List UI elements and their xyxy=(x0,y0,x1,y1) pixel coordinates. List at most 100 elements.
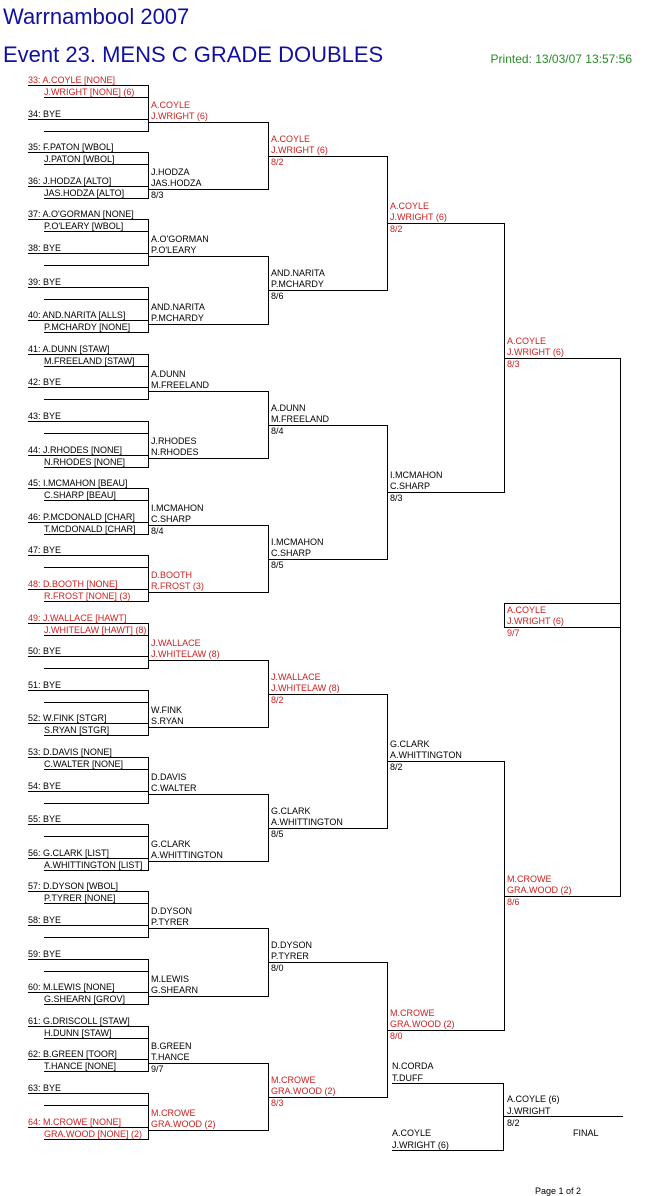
winner-name: D.BOOTH xyxy=(151,570,193,580)
finalist-line xyxy=(392,1083,503,1084)
winner-line xyxy=(148,660,268,661)
winner-line xyxy=(268,962,387,963)
entry-name: 38: BYE xyxy=(28,243,62,253)
tournament-title: Warrnambool 2007 xyxy=(3,4,190,29)
match-score: 8/3 xyxy=(271,1098,284,1108)
winner-name: I.MCMAHON xyxy=(390,470,443,480)
entry-underline xyxy=(44,97,148,98)
winner-name: G.CLARK xyxy=(151,839,191,849)
winner-name: J.HODZA xyxy=(151,167,190,177)
entry-underline xyxy=(28,656,148,657)
entry-underline xyxy=(44,1038,148,1039)
entry-underline xyxy=(44,971,148,972)
winner-partner: A.WHITTINGTON xyxy=(390,750,462,760)
winner-line xyxy=(148,928,268,929)
winner-name: G.CLARK xyxy=(390,739,430,749)
winner-line xyxy=(504,627,620,628)
winner-line xyxy=(148,122,268,123)
entry-underline xyxy=(44,735,148,736)
winner-partner: C.SHARP xyxy=(151,514,192,524)
winner-partner: P.TYRER xyxy=(151,917,189,927)
entry-underline xyxy=(44,164,148,165)
entry-name: 39: BYE xyxy=(28,277,62,287)
match-score: 8/3 xyxy=(507,359,520,369)
entry-partner: G.SHEARN [GROV] xyxy=(44,994,126,1004)
bracket-connector xyxy=(148,152,149,199)
entry-partner: GRA.WOOD [NONE] (2) xyxy=(44,1129,143,1139)
entry-name: 44: J.RHODES [NONE] xyxy=(28,445,123,455)
winner-partner: C.SHARP xyxy=(271,548,312,558)
entry-underline xyxy=(28,623,148,624)
winner-partner: J.WRIGHT (6) xyxy=(507,347,564,357)
entry-name: 50: BYE xyxy=(28,646,62,656)
entry-name: 62: B.GREEN [TOOR] xyxy=(28,1049,117,1059)
champion-partner: J.WRIGHT xyxy=(507,1106,551,1116)
entry-name: 48: D.BOOTH [NONE] xyxy=(28,579,118,589)
entry-underline xyxy=(28,1093,148,1094)
winner-name: I.MCMAHON xyxy=(151,503,204,513)
entry-name: 63: BYE xyxy=(28,1083,62,1093)
entry-underline xyxy=(44,567,148,568)
winner-line xyxy=(148,861,268,862)
entry-partner: JAS.HODZA [ALTO] xyxy=(44,188,125,198)
bracket-connector xyxy=(148,1026,149,1072)
winner-line xyxy=(148,256,268,257)
entry-underline xyxy=(44,131,148,132)
bracket-connector xyxy=(148,690,149,736)
entry-underline xyxy=(28,791,148,792)
entry-underline xyxy=(44,1139,148,1140)
entry-underline xyxy=(28,1059,148,1060)
entry-underline xyxy=(28,320,148,321)
entry-underline xyxy=(28,757,148,758)
winner-name: M.CROWE xyxy=(271,1075,316,1085)
entry-partner: C.WALTER [NONE] xyxy=(44,759,124,769)
winner-name: D.DAVIS xyxy=(151,772,187,782)
final-label: FINAL xyxy=(573,1128,599,1138)
winner-line xyxy=(148,1130,268,1131)
winner-partner: A.WHITTINGTON xyxy=(151,850,223,860)
winner-partner: P.TYRER xyxy=(271,951,309,961)
entry-underline xyxy=(44,467,148,468)
entry-underline xyxy=(28,387,148,388)
entry-underline xyxy=(44,769,148,770)
entry-name: 61: G.DRISCOLL [STAW] xyxy=(28,1016,130,1026)
finalist-line xyxy=(392,1150,503,1151)
entry-underline xyxy=(28,690,148,691)
winner-line xyxy=(387,1030,504,1031)
bracket-connector xyxy=(148,421,149,468)
winner-line xyxy=(148,996,268,997)
winner-partner: J.WHITELAW (8) xyxy=(151,649,220,659)
winner-partner: P.MCHARDY xyxy=(271,279,324,289)
entry-underline xyxy=(28,186,148,187)
entry-name: 51: BYE xyxy=(28,680,62,690)
entry-name: 54: BYE xyxy=(28,781,62,791)
winner-partner: GRA.WOOD (2) xyxy=(507,885,572,895)
entry-partner: T.MCDONALD [CHAR] xyxy=(44,524,136,534)
entry-underline xyxy=(44,299,148,300)
entry-underline xyxy=(28,152,148,153)
bracket-connector xyxy=(148,354,149,400)
match-score: 8/0 xyxy=(390,1031,403,1041)
winner-name: W.FINK xyxy=(151,705,182,715)
bracket-connector xyxy=(148,824,149,871)
entry-underline xyxy=(44,198,148,199)
entry-underline xyxy=(28,522,148,523)
entry-partner: A.WHITTINGTON [LIST] xyxy=(44,860,143,870)
winner-line xyxy=(148,324,268,325)
winner-partner: JAS.HODZA xyxy=(151,178,202,188)
entry-underline xyxy=(44,1071,148,1072)
winner-name: A.COYLE xyxy=(151,100,191,110)
entry-name: 64: M.CROWE [NONE] xyxy=(28,1117,122,1127)
printed-timestamp: Printed: 13/03/07 13:57:56 xyxy=(490,52,632,66)
bracket-connector xyxy=(148,757,149,804)
match-score: 8/0 xyxy=(271,963,284,973)
entry-partner: P.O'LEARY [WBOL] xyxy=(44,221,124,231)
page-number: Page 1 of 2 xyxy=(535,1186,582,1196)
entry-underline xyxy=(44,803,148,804)
entry-underline xyxy=(28,891,148,892)
winner-line xyxy=(387,223,504,224)
winner-name: D.DYSON xyxy=(271,940,313,950)
winner-partner: J.WRIGHT (6) xyxy=(271,145,328,155)
champion-line xyxy=(504,1116,623,1117)
